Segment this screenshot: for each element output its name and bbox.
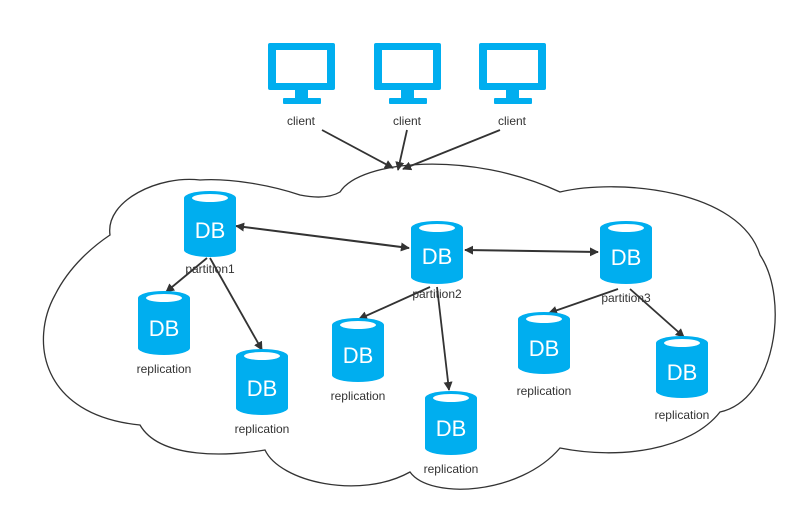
cluster-cloud: [42, 163, 776, 490]
db-icon-text: DB: [247, 376, 278, 401]
client-label: client: [393, 114, 422, 128]
db-icon-text: DB: [149, 316, 180, 341]
client-node: client: [268, 43, 335, 128]
partition-node: DB partition1: [184, 191, 236, 276]
replication-label: replication: [235, 422, 290, 436]
replication-node: DB replication: [655, 336, 710, 422]
db-icon-text: DB: [529, 336, 560, 361]
replication-label: replication: [424, 462, 479, 476]
partition-node: DB partition2: [411, 221, 463, 301]
db-icon-text: DB: [436, 416, 467, 441]
partition-label: partition1: [185, 262, 235, 276]
database-cylinder-icon: DB: [411, 221, 463, 284]
db-icon-text: DB: [611, 245, 642, 270]
replication-node: DB replication: [424, 391, 479, 476]
replication-label: replication: [137, 362, 192, 376]
client-node: client: [479, 43, 546, 128]
edge-partition2-to-replication4: [436, 286, 453, 391]
monitor-icon: [479, 43, 546, 104]
replication-node: DB replication: [235, 349, 290, 436]
client-label: client: [498, 114, 527, 128]
replication-label: replication: [517, 384, 572, 398]
database-cylinder-icon: DB: [425, 391, 477, 455]
database-cylinder-icon: DB: [518, 312, 570, 374]
edge-partition1-partition2: [235, 222, 410, 252]
db-icon-text: DB: [667, 360, 698, 385]
edge-partition1-to-replication1: [165, 257, 208, 293]
db-icon-text: DB: [422, 244, 453, 269]
database-cylinder-icon: DB: [600, 221, 652, 284]
partition-label: partition2: [412, 287, 462, 301]
partition-label: partition3: [601, 291, 651, 305]
database-cylinder-icon: DB: [236, 349, 288, 415]
client-label: client: [287, 114, 316, 128]
edge-partition3-to-replication6: [629, 288, 685, 338]
edges: [165, 129, 685, 391]
db-icon-text: DB: [195, 218, 226, 243]
edge-client1-to-cluster: [321, 129, 394, 169]
monitor-icon: [374, 43, 441, 104]
replication-label: replication: [331, 389, 386, 403]
client-node: client: [374, 43, 441, 128]
db-icon-text: DB: [343, 343, 374, 368]
replication-node: DB replication: [331, 318, 386, 403]
database-cylinder-icon: DB: [332, 318, 384, 382]
edge-partition3-to-replication5: [548, 288, 619, 315]
replication-node: DB replication: [137, 291, 192, 376]
edge-partition2-to-replication3: [358, 286, 431, 320]
edge-client2-to-cluster: [395, 129, 408, 171]
edge-partition2-partition3: [464, 245, 599, 257]
edge-client3-to-cluster: [402, 129, 501, 171]
database-cylinder-icon: DB: [184, 191, 236, 257]
partition-node: DB partition3: [600, 221, 652, 305]
monitor-icon: [268, 43, 335, 104]
replication-label: replication: [655, 408, 710, 422]
replication-node: DB replication: [517, 312, 572, 398]
database-cylinder-icon: DB: [138, 291, 190, 355]
database-cylinder-icon: DB: [656, 336, 708, 398]
edge-partition1-to-replication2: [209, 257, 263, 351]
